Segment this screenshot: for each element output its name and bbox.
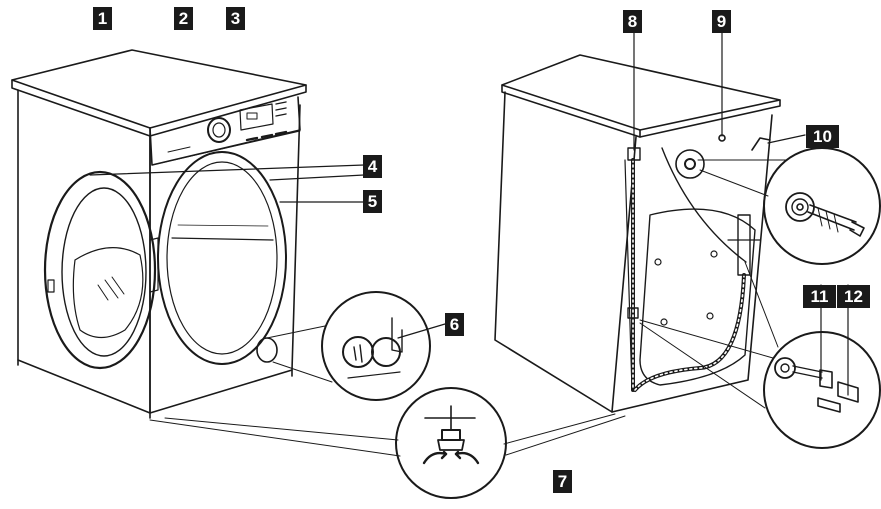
callout-9: 9 bbox=[712, 10, 731, 33]
callout-2: 2 bbox=[174, 7, 193, 30]
callout-5: 5 bbox=[363, 190, 382, 213]
front-machine bbox=[11, 49, 307, 419]
hose-holder-zoom bbox=[639, 261, 881, 449]
callout-12: 12 bbox=[837, 285, 870, 308]
callout-6: 6 bbox=[445, 313, 464, 336]
callout-3: 3 bbox=[226, 7, 245, 30]
callout-7: 7 bbox=[553, 470, 572, 493]
filter-zoom bbox=[266, 291, 431, 401]
feet-zoom bbox=[149, 387, 626, 499]
inlet-zoom bbox=[697, 147, 881, 265]
callout-4: 4 bbox=[363, 155, 382, 178]
callout-10: 10 bbox=[806, 125, 839, 148]
back-machine bbox=[494, 54, 781, 413]
callout-1: 1 bbox=[93, 7, 112, 30]
callout-11: 11 bbox=[803, 285, 836, 308]
callout-8: 8 bbox=[623, 10, 642, 33]
